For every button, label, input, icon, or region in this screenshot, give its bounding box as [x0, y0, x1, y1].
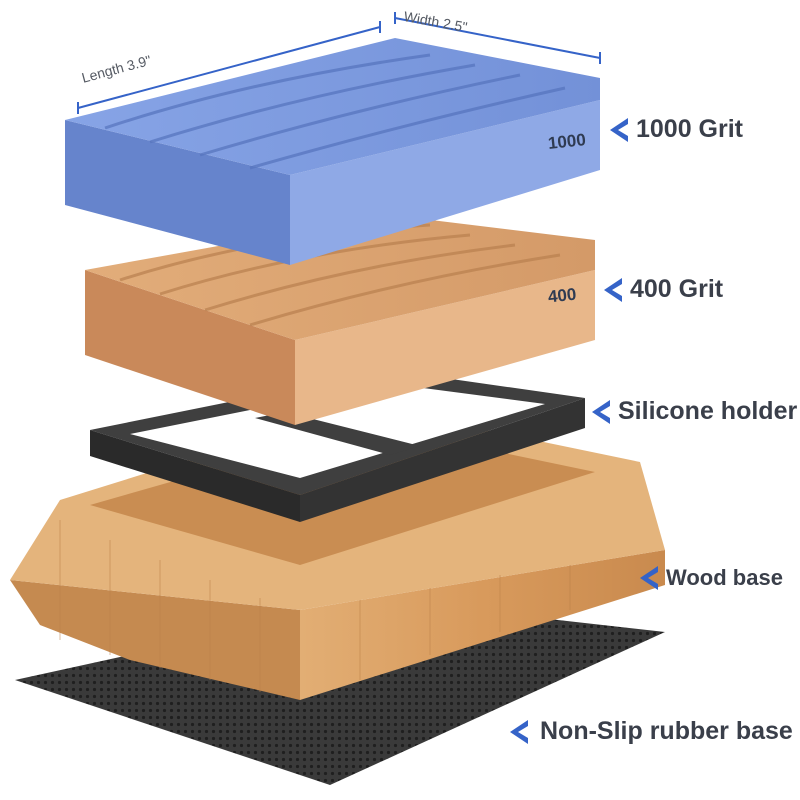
chevron-left-icon — [610, 118, 628, 142]
stone-1000-number: 1000 — [547, 130, 587, 153]
stone-400-number: 400 — [547, 284, 578, 307]
chevron-left-icon — [604, 278, 622, 302]
label-silicone-holder: Silicone holder — [618, 397, 798, 425]
width-dimension-line — [394, 12, 601, 64]
chevron-left-icon — [592, 400, 610, 424]
length-dimension-line — [77, 21, 381, 114]
chevron-left-icon — [640, 566, 658, 590]
label-400-grit: 400 Grit — [630, 275, 724, 303]
stone-400 — [85, 215, 595, 425]
silicone-holder — [90, 370, 585, 522]
label-non-slip-rubber-base: Non-Slip rubber base — [540, 717, 793, 745]
label-wood-base: Wood base — [666, 565, 783, 590]
stone-1000 — [65, 38, 600, 265]
label-1000-grit: 1000 Grit — [636, 115, 744, 143]
chevron-left-icon — [510, 720, 528, 744]
